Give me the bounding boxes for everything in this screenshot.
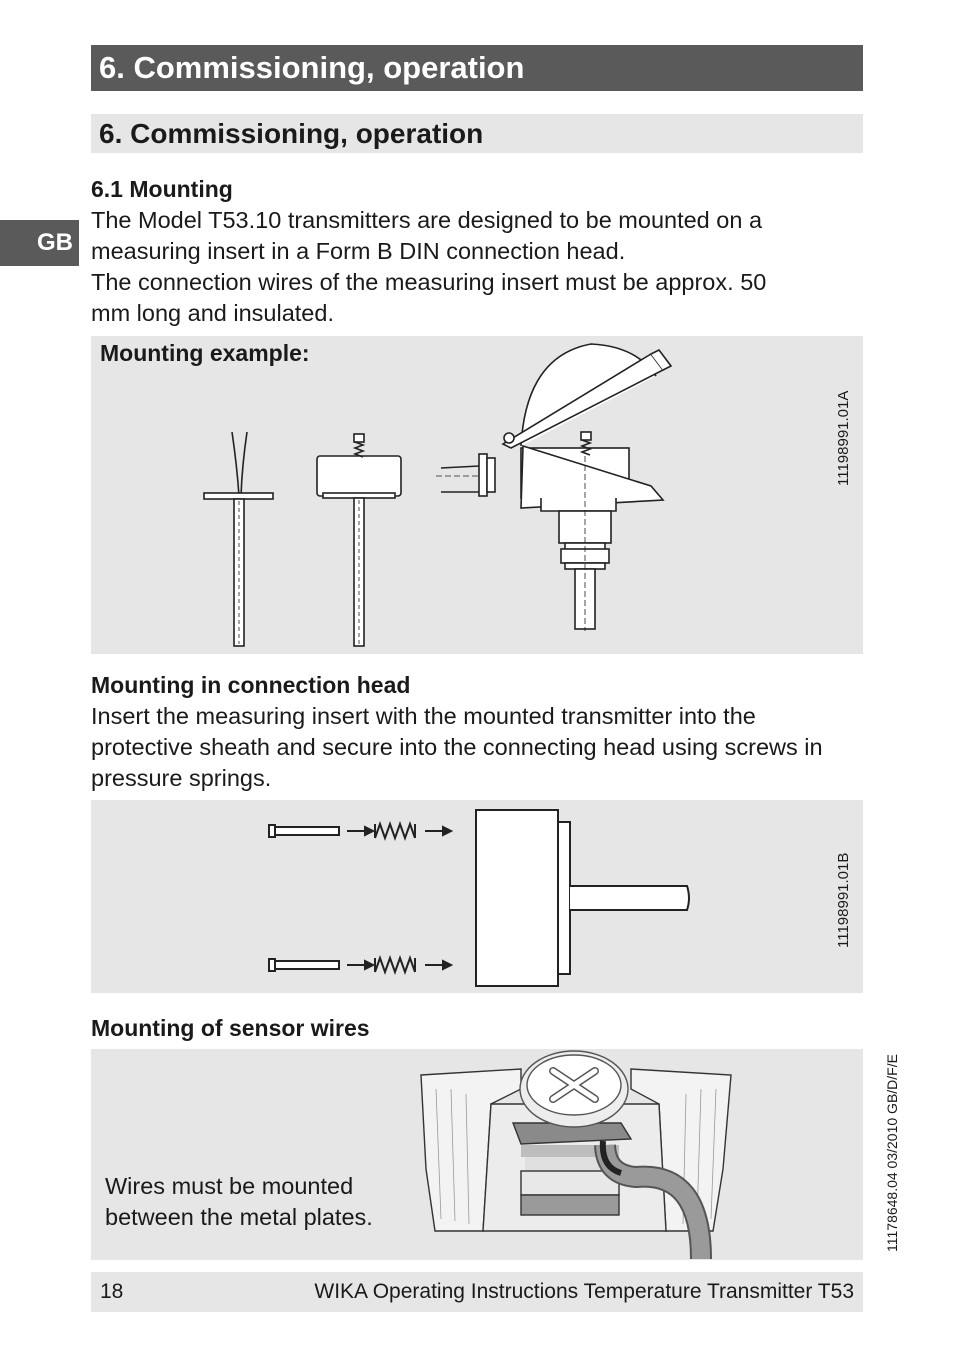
connection-head-figure: 11198991.01B (91, 800, 863, 993)
mounting-example-drawing (203, 343, 673, 647)
connection-head-text: Insert the measuring insert with the mou… (91, 703, 823, 791)
sensor-wires-figure: Wires must be mounted between the metal … (91, 1049, 863, 1260)
connection-head-heading: Mounting in connection head (91, 672, 411, 698)
chapter-header: 6. Commissioning, operation (91, 45, 863, 91)
sensor-wires-note: Wires must be mounted between the metal … (105, 1171, 373, 1233)
screws-springs-drawing (268, 809, 690, 987)
page-footer: 18 WIKA Operating Instructions Temperatu… (91, 1272, 863, 1312)
sensor-wires-note-line-2: between the metal plates. (105, 1204, 373, 1230)
language-tab: GB (0, 220, 79, 266)
document-code: 11178648.04 03/2010 GB/D/F/E (884, 1054, 900, 1252)
sensor-wires-heading: Mounting of sensor wires (91, 1015, 370, 1041)
mounting-example-figure: Mounting example: 11198991.01A (91, 336, 863, 654)
figure-label: Mounting example: (100, 340, 310, 366)
footer-title: WIKA Operating Instructions Temperature … (314, 1280, 854, 1303)
section-title: 6. Commissioning, operation (91, 114, 863, 153)
sensor-wires-note-line-1: Wires must be mounted (105, 1173, 354, 1199)
terminal-clamp-drawing (420, 1050, 732, 1260)
mounting-paragraph-2: The connection wires of the measuring in… (91, 269, 767, 326)
mounting-paragraph-1: The Model T53.10 transmitters are design… (91, 207, 763, 264)
mounting-text: The Model T53.10 transmitters are design… (91, 205, 861, 329)
mounting-heading: 6.1 Mounting (91, 176, 233, 202)
page-number: 18 (100, 1280, 124, 1303)
